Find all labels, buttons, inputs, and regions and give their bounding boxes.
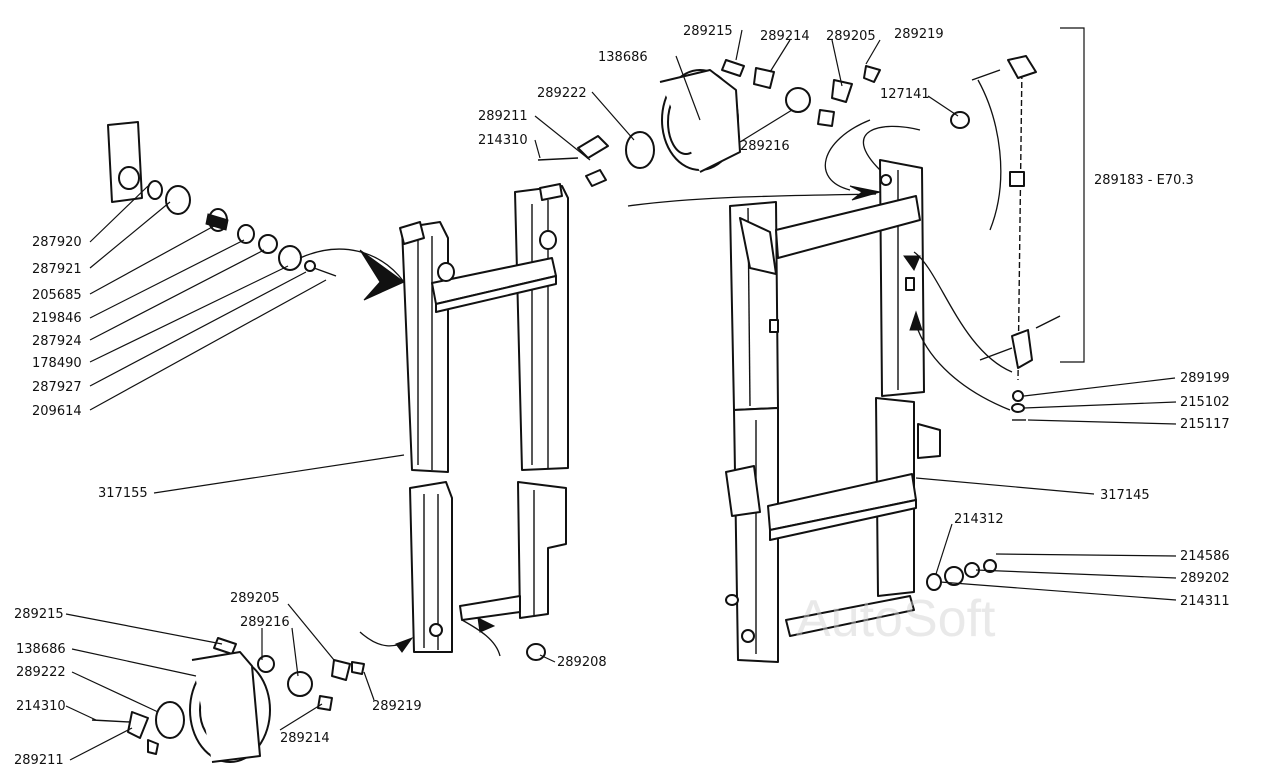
label-289215-bottom: 289215 bbox=[14, 607, 64, 622]
label-289202: 289202 bbox=[1180, 571, 1230, 586]
label-289216-top: 289216 bbox=[740, 139, 790, 154]
label-289211-top: 289211 bbox=[478, 109, 528, 124]
label-214310-bottom: 214310 bbox=[16, 699, 66, 714]
watermark: AutoSoft bbox=[796, 590, 996, 648]
top-right-roller bbox=[537, 59, 921, 207]
label-289219-bottom: 289219 bbox=[372, 699, 422, 714]
label-214310-top: 214310 bbox=[478, 133, 528, 148]
right-chain-linkage bbox=[903, 27, 1085, 421]
label-215102: 215102 bbox=[1180, 395, 1230, 410]
part-number-labels: 287920 287921 205685 219846 287924 17849… bbox=[14, 24, 1230, 768]
label-289199: 289199 bbox=[1180, 371, 1230, 386]
label-214312: 214312 bbox=[954, 512, 1004, 527]
left-mast bbox=[399, 183, 569, 653]
label-178490: 178490 bbox=[32, 356, 82, 371]
label-287921: 287921 bbox=[32, 262, 82, 277]
label-287924: 287924 bbox=[32, 334, 82, 349]
label-289216-bottom: 289216 bbox=[240, 615, 290, 630]
label-289215-top: 289215 bbox=[683, 24, 733, 39]
right-mast bbox=[725, 159, 941, 663]
label-209614: 209614 bbox=[32, 404, 82, 419]
label-289222-top: 289222 bbox=[537, 86, 587, 101]
label-289183-e703: 289183 - E70.3 bbox=[1094, 173, 1194, 188]
label-289222-bottom: 289222 bbox=[16, 665, 66, 680]
label-127141: 127141 bbox=[880, 87, 930, 102]
label-138686-bottom: 138686 bbox=[16, 642, 66, 657]
label-287927: 287927 bbox=[32, 380, 82, 395]
label-317145: 317145 bbox=[1100, 488, 1150, 503]
label-219846: 219846 bbox=[32, 311, 82, 326]
label-215117: 215117 bbox=[1180, 417, 1230, 432]
label-287920: 287920 bbox=[32, 235, 82, 250]
label-214311: 214311 bbox=[1180, 594, 1230, 609]
label-289208: 289208 bbox=[557, 655, 607, 670]
bottom-left-roller bbox=[91, 617, 546, 763]
label-138686-top: 138686 bbox=[598, 50, 648, 65]
label-317155: 317155 bbox=[98, 486, 148, 501]
label-289211-bottom: 289211 bbox=[14, 753, 64, 768]
label-214586: 214586 bbox=[1180, 549, 1230, 564]
left-component-chain bbox=[107, 121, 405, 301]
leader-lines bbox=[65, 29, 1177, 761]
label-289205-bottom: 289205 bbox=[230, 591, 280, 606]
label-289214-top: 289214 bbox=[760, 29, 810, 44]
label-289219-top: 289219 bbox=[894, 27, 944, 42]
label-289205-top: 289205 bbox=[826, 29, 876, 44]
label-289214-bottom: 289214 bbox=[280, 731, 330, 746]
label-205685: 205685 bbox=[32, 288, 82, 303]
